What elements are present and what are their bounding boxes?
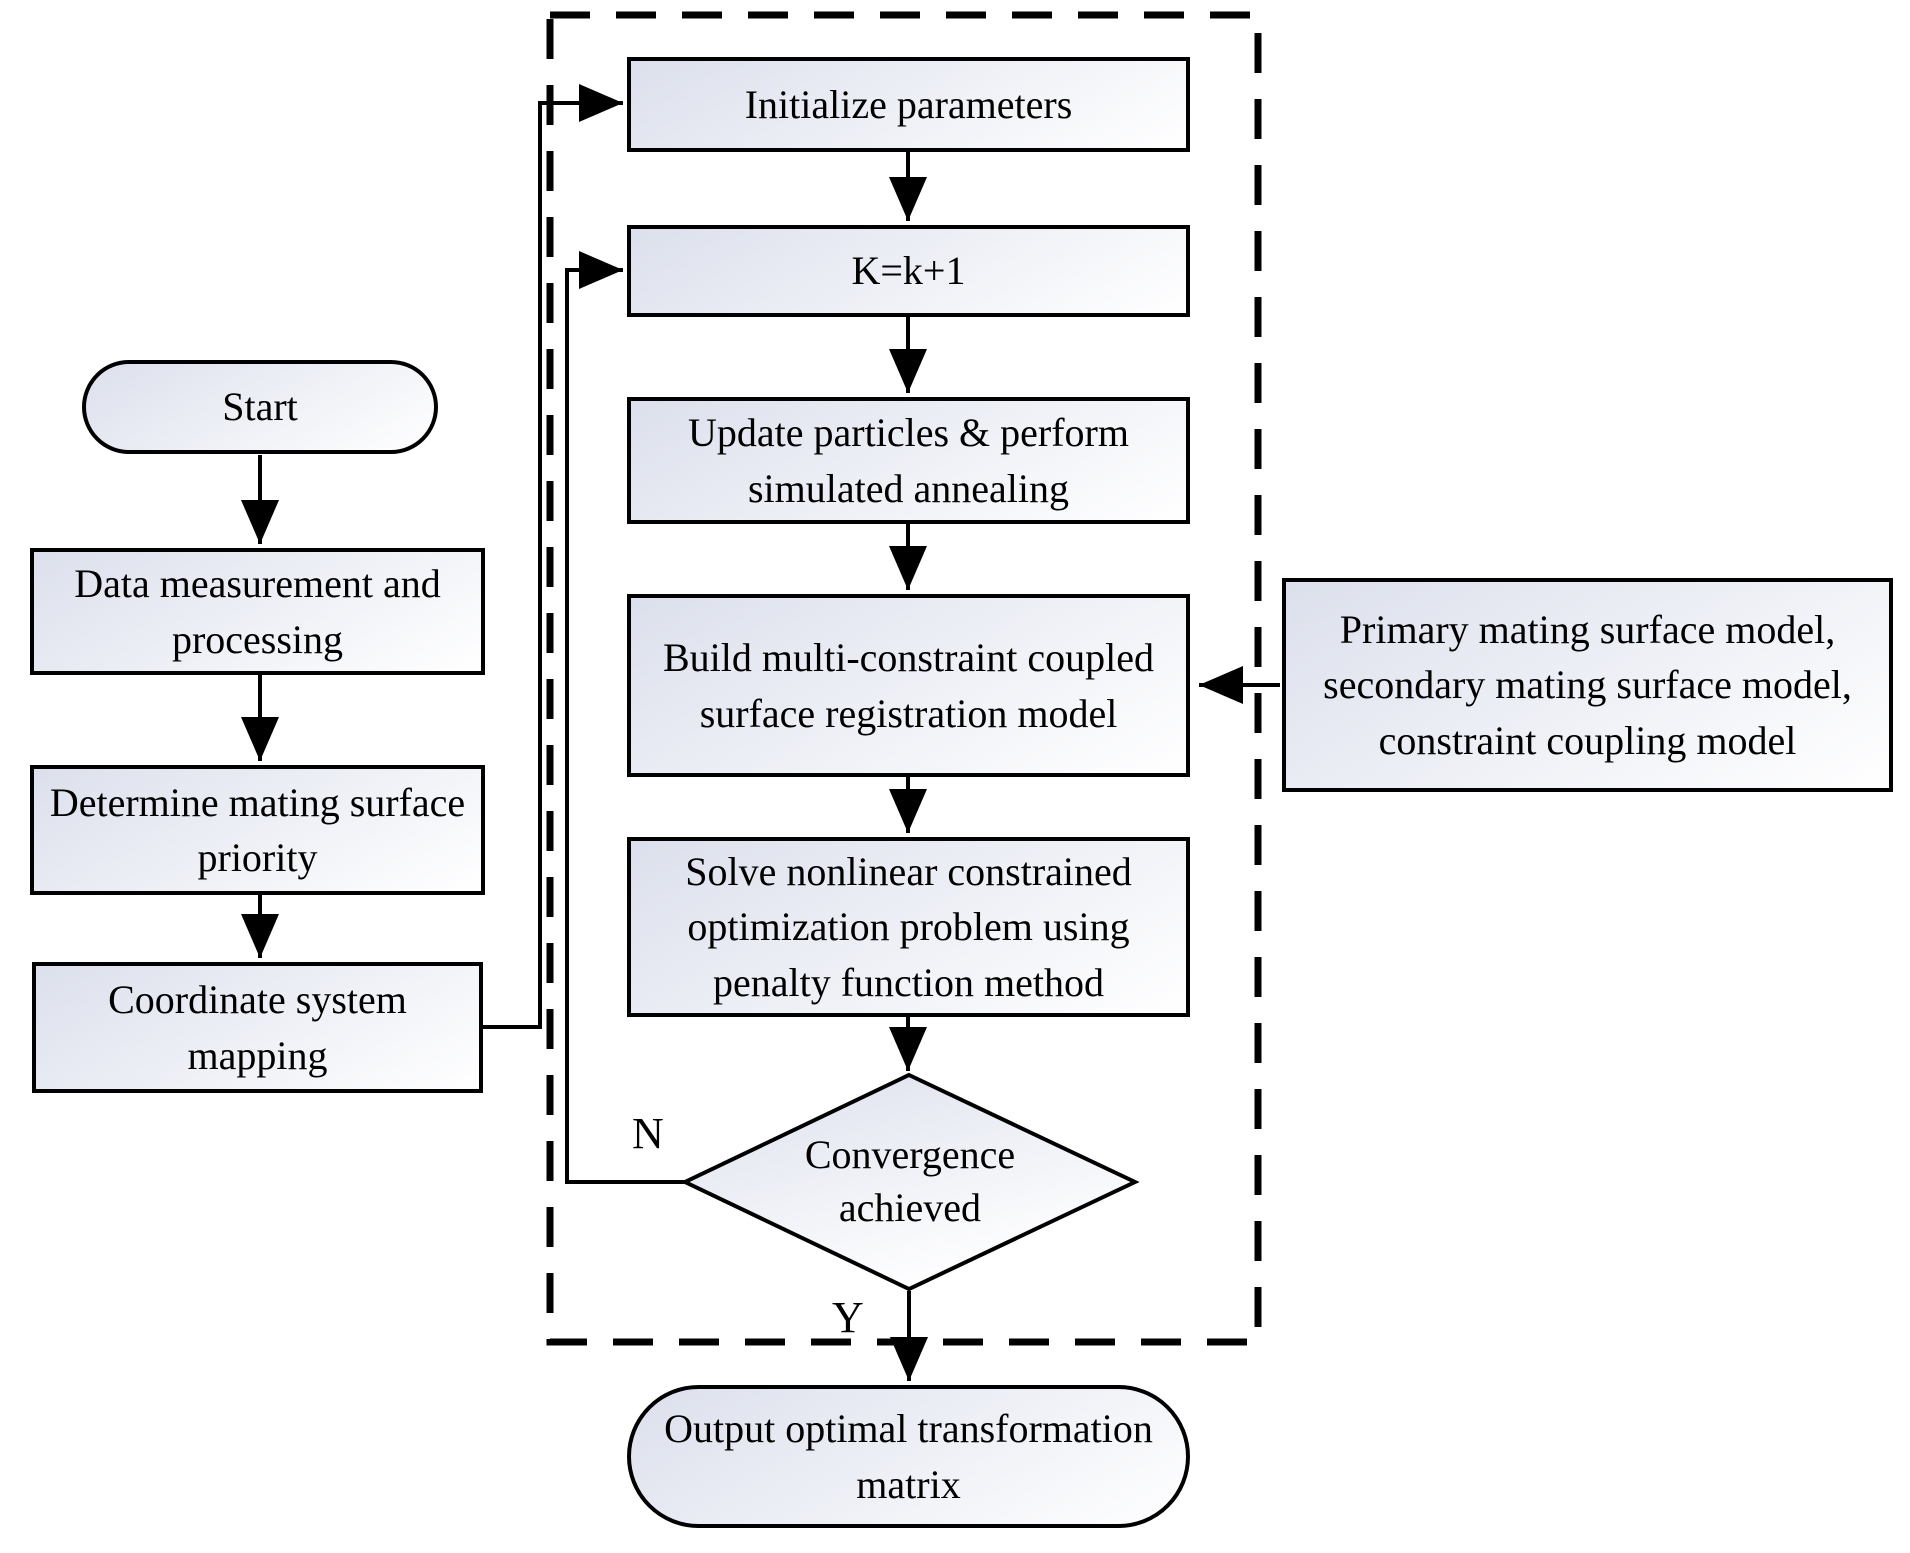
- branch-label-no-text: N: [632, 1109, 664, 1158]
- node-surface-priority: Determine mating surface priority: [30, 765, 485, 895]
- node-solve-problem: Solve nonlinear constrained optimization…: [627, 837, 1190, 1017]
- node-start: Start: [82, 360, 438, 454]
- edge-convergence-no-loop: [565, 251, 685, 1184]
- node-output-label: Output optimal transformation matrix: [664, 1406, 1153, 1507]
- node-data-measurement: Data measurement and processing: [30, 548, 485, 675]
- node-coordinate-mapping: Coordinate system mapping: [32, 962, 483, 1093]
- branch-label-no: N: [632, 1112, 664, 1156]
- node-build-model-label: Build multi-constraint coupled surface r…: [662, 635, 1155, 736]
- node-model-inputs: Primary mating surface model, secondary …: [1282, 578, 1893, 792]
- node-initialize-label: Initialize parameters: [744, 81, 1073, 127]
- node-convergence-label: Convergence achieved: [804, 1132, 1016, 1230]
- node-start-label: Start: [222, 384, 298, 430]
- node-coordinate-mapping-label: Coordinate system mapping: [108, 977, 407, 1078]
- node-update-particles-label: Update particles & perform simulated ann…: [688, 410, 1129, 511]
- node-initialize: Initialize parameters: [627, 57, 1190, 152]
- node-build-model: Build multi-constraint coupled surface r…: [627, 594, 1190, 777]
- edge-mapping-to-initialize: [483, 84, 623, 1029]
- node-iterate-label: K=k+1: [851, 248, 966, 294]
- node-output: Output optimal transformation matrix: [627, 1385, 1190, 1528]
- node-surface-priority-label: Determine mating surface priority: [49, 779, 466, 880]
- node-convergence-label-wrap: Convergence achieved: [748, 1102, 1072, 1262]
- node-update-particles: Update particles & perform simulated ann…: [627, 397, 1190, 524]
- convergence-diamond: [680, 1072, 1140, 1292]
- node-solve-problem-label: Solve nonlinear constrained optimization…: [685, 849, 1132, 1005]
- node-model-inputs-label: Primary mating surface model, secondary …: [1323, 607, 1852, 763]
- branch-label-yes: Y: [832, 1296, 864, 1340]
- node-data-measurement-label: Data measurement and processing: [74, 561, 441, 662]
- node-iterate: K=k+1: [627, 225, 1190, 317]
- branch-label-yes-text: Y: [832, 1293, 864, 1342]
